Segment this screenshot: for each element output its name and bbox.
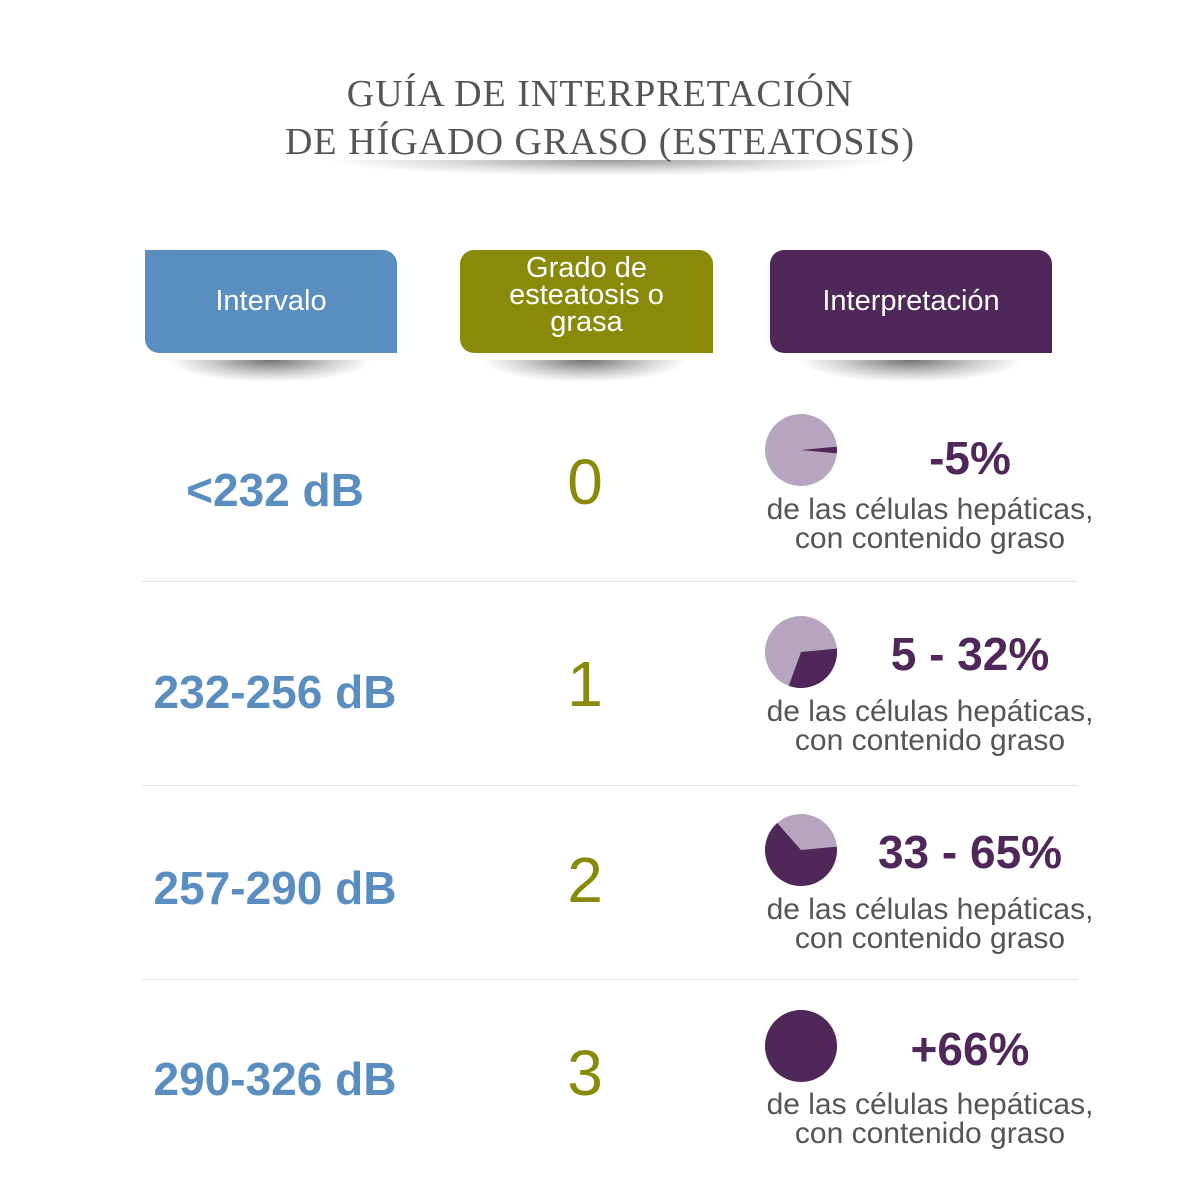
grade-value: 2 — [567, 844, 603, 916]
page-title-line-2: DE HÍGADO GRASO (ESTEATOSIS) — [284, 121, 916, 163]
pie-slice — [788, 648, 837, 688]
description: de las células hepáticas, con contenido … — [750, 493, 1110, 555]
header-intervalo-label: Intervalo — [215, 285, 327, 317]
table-row: 257-290 dB 2 33 - 65% de las células hep… — [0, 805, 1200, 1005]
header-grado-line-1: Grado de — [526, 252, 647, 284]
range-value: 290-326 dB — [153, 1053, 397, 1105]
description-line-1: de las células hepáticas, — [766, 893, 1094, 926]
description-line-1: de las células hepáticas, — [766, 695, 1094, 728]
row-divider — [142, 785, 1078, 786]
range-value: 232-256 dB — [153, 666, 397, 718]
header-interpretacion-label: Interpretación — [822, 285, 1000, 317]
header-interpretacion: Interpretación — [770, 250, 1052, 353]
grade-value: 0 — [567, 446, 603, 518]
pie-chart-icon — [765, 616, 837, 688]
header-grado-label: Grado de esteatosis o grasa — [509, 252, 664, 338]
description: de las células hepáticas, con contenido … — [750, 1088, 1110, 1150]
table-row: <232 dB 0 -5% de las células hepáticas, … — [0, 405, 1200, 605]
description-line-2: con contenido graso — [794, 1117, 1066, 1150]
header-grado-line-2: esteatosis o — [509, 279, 664, 311]
page-title-line-1: GUÍA DE INTERPRETACIÓN — [346, 73, 854, 115]
row-divider — [142, 581, 1078, 582]
percentage-value: 5 - 32% — [890, 628, 1050, 680]
header-grado: Grado de esteatosis o grasa — [460, 250, 713, 353]
percentage-value: 33 - 65% — [877, 826, 1063, 878]
title-shadow — [330, 160, 890, 176]
header-shadow-2 — [485, 360, 685, 382]
pie-chart-icon — [765, 1010, 837, 1082]
table-row: 290-326 dB 3 +66% de las células hepátic… — [0, 1000, 1200, 1200]
header-intervalo: Intervalo — [145, 250, 397, 353]
percentage-value: -5% — [929, 432, 1011, 484]
pie-chart-icon — [765, 414, 837, 486]
description-line-1: de las células hepáticas, — [766, 493, 1094, 526]
table-row: 232-256 dB 1 5 - 32% de las células hepá… — [0, 607, 1200, 807]
pie-slice — [801, 446, 837, 454]
description: de las células hepáticas, con contenido … — [750, 893, 1110, 955]
description-line-2: con contenido graso — [794, 522, 1066, 555]
pie-slice — [765, 1010, 837, 1082]
header-grado-line-3: grasa — [550, 306, 623, 338]
range-value: <232 dB — [186, 464, 364, 516]
percentage-value: +66% — [910, 1023, 1030, 1075]
description: de las células hepáticas, con contenido … — [750, 695, 1110, 757]
row-divider — [142, 979, 1078, 980]
range-value: 257-290 dB — [153, 862, 397, 914]
description-line-1: de las células hepáticas, — [766, 1088, 1094, 1121]
pie-chart-icon — [765, 814, 837, 886]
pie-slice — [765, 822, 837, 886]
header-shadow-3 — [800, 360, 1020, 382]
description-line-2: con contenido graso — [794, 724, 1066, 757]
description-line-2: con contenido graso — [794, 922, 1066, 955]
grade-value: 1 — [567, 648, 603, 720]
grade-value: 3 — [567, 1037, 603, 1109]
header-shadow-1 — [170, 360, 370, 382]
